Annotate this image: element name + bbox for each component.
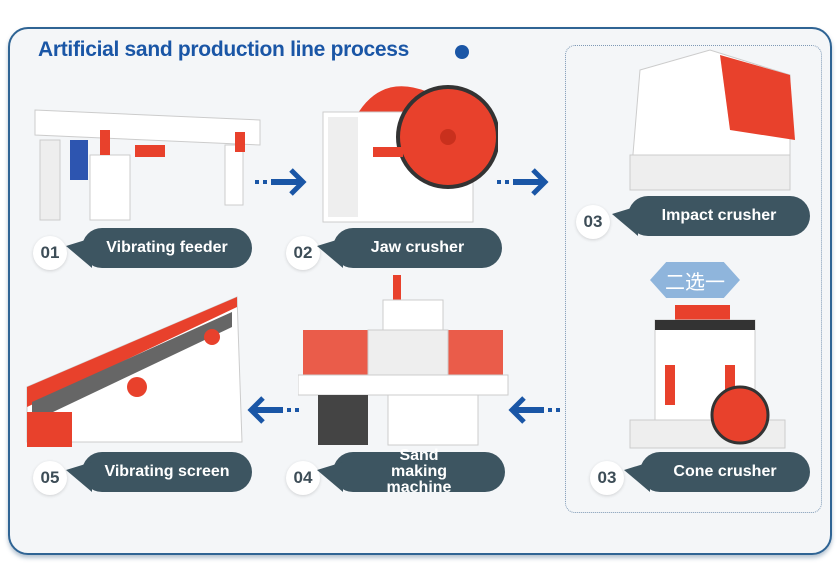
arrow-right-icon [255,168,307,196]
step-label-cone-crusher: Cone crusher [624,452,810,492]
step-label-vibrating-screen: Vibrating screen [66,452,252,492]
step-number: 03 [590,461,624,495]
cone-crusher-image [629,305,786,449]
step-label-jaw-crusher: Jaw crusher [317,228,502,268]
jaw-crusher-image [322,85,498,223]
alternative-group-box [565,45,822,513]
step-number: 02 [286,236,320,270]
vibrating-feeder-image [34,109,261,221]
title-dot-icon [455,45,469,59]
step-number: 04 [286,461,320,495]
page-title: Artificial sand production line process [38,38,410,61]
step-label-sand-making-machine: Sand making machine [317,448,505,496]
step-label-vibrating-feeder: Vibrating feeder [66,228,252,268]
step-number: 01 [33,236,67,270]
step-label-impact-crusher: Impact crusher [612,196,810,236]
step-number: 03 [576,205,610,239]
sand-making-machine-image [298,275,509,446]
arrow-left-icon [247,396,299,424]
impact-crusher-image [629,49,795,191]
arrow-left-icon [508,396,560,424]
vibrating-screen-image [26,296,243,447]
arrow-right-icon [497,168,549,196]
step-number: 05 [33,461,67,495]
choose-one-badge: 二选一 [650,262,740,298]
